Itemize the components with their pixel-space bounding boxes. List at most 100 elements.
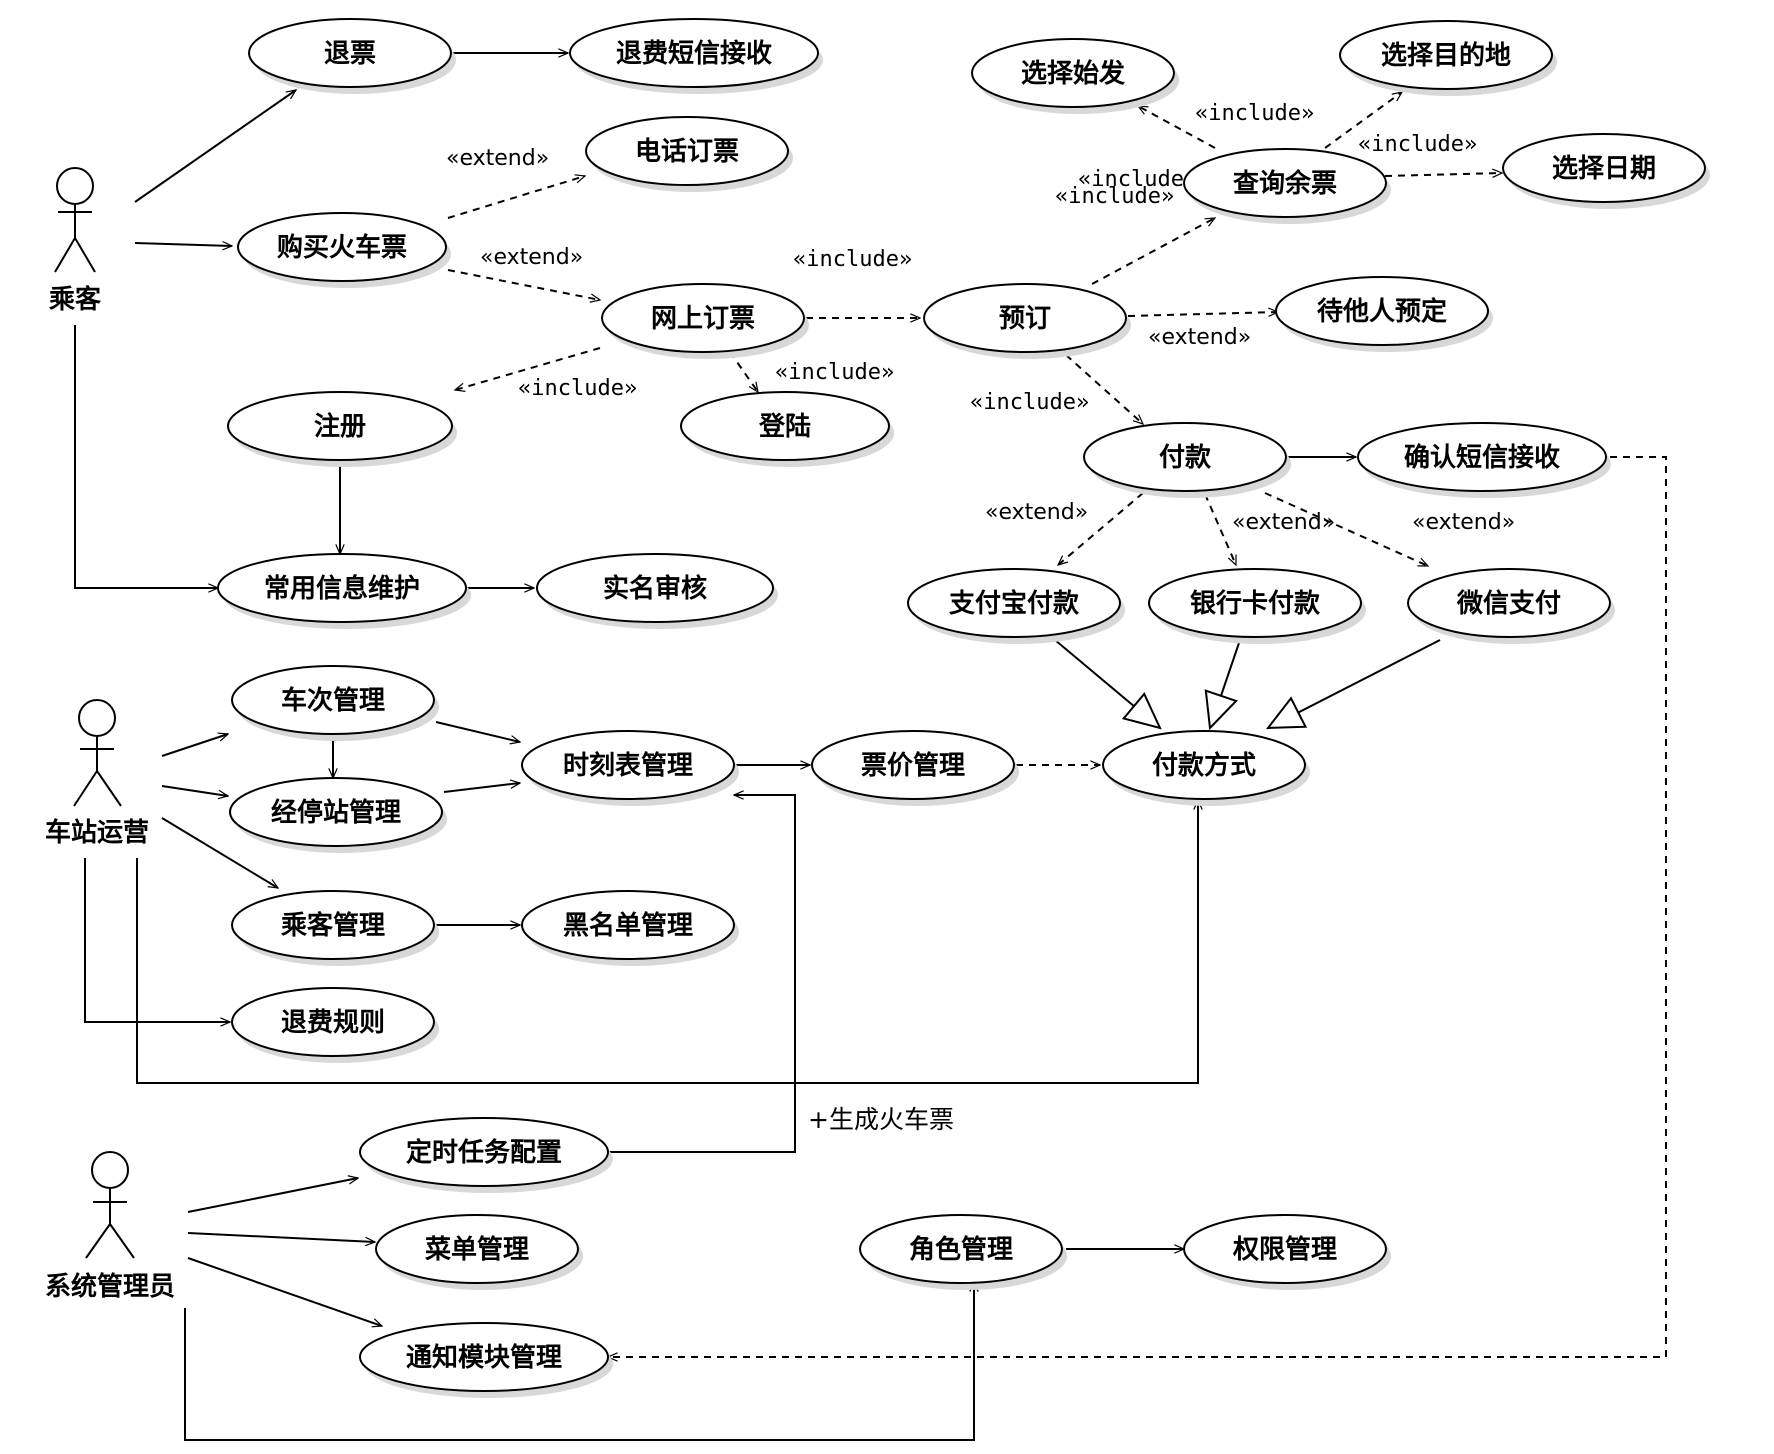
extend-buy-online <box>447 269 600 300</box>
use-case-phone-booking-label: 电话订票 <box>635 137 739 167</box>
use-case-select-date[interactable]: 选择日期 <box>1502 133 1710 209</box>
use-case-realname[interactable]: 实名审核 <box>536 553 778 629</box>
include-label-dest: «include» <box>1358 132 1477 157</box>
use-case-query-tickets-label: 查询余票 <box>1233 168 1337 199</box>
use-case-menu-mgmt[interactable]: 菜单管理 <box>375 1214 583 1290</box>
include-label-query-1: «include» <box>1078 167 1197 192</box>
use-case-passenger-mgmt-label: 乘客管理 <box>280 910 385 941</box>
use-case-menu-mgmt-label: 菜单管理 <box>424 1235 529 1265</box>
use-case-confirm-sms-label: 确认短信接收 <box>1404 442 1560 473</box>
use-case-pay-method-label: 付款方式 <box>1152 750 1256 781</box>
use-case-perm-mgmt[interactable]: 权限管理 <box>1183 1214 1391 1290</box>
use-case-register-label: 注册 <box>314 411 366 442</box>
extend-label-alipay: «extend» <box>985 500 1088 525</box>
use-case-login-label: 登陆 <box>758 411 811 442</box>
actor-passenger: 乘客 <box>48 167 102 315</box>
use-case-stop-mgmt-label: 经停站管理 <box>271 797 401 828</box>
link-confirm-notify <box>608 456 1667 1357</box>
include-query-date <box>1384 173 1502 176</box>
include-query-start <box>1138 105 1216 149</box>
actor-label-admin: 系统管理员 <box>45 1271 175 1302</box>
use-case-stop-mgmt[interactable]: 经停站管理 <box>229 777 447 853</box>
extend-pay-wechat <box>1264 492 1428 567</box>
use-case-passenger-mgmt[interactable]: 乘客管理 <box>231 890 439 966</box>
use-case-alipay[interactable]: 支付宝付款 <box>907 568 1125 644</box>
extend-reserve-wait <box>1127 312 1278 317</box>
use-case-alipay-label: 支付宝付款 <box>949 588 1080 619</box>
assoc-admin-notify <box>187 1257 382 1326</box>
extend-label-phone: «extend» <box>446 146 549 171</box>
assoc-admin-menu <box>187 1232 375 1242</box>
use-case-refund-sms[interactable]: 退费短信接收 <box>569 18 823 94</box>
use-case-login[interactable]: 登陆 <box>680 391 894 467</box>
assoc-station-train <box>161 734 228 757</box>
link-train-timetable <box>435 721 520 742</box>
actor-label-station: 车站运营 <box>45 817 149 848</box>
assoc-passenger-buy <box>134 243 232 246</box>
use-case-buy-ticket-label: 购买火车票 <box>277 232 407 263</box>
use-case-refund-rules-label: 退费规则 <box>281 1008 385 1038</box>
use-case-wait-reserve[interactable]: 待他人预定 <box>1275 276 1493 352</box>
assoc-station-stop <box>161 785 228 796</box>
use-case-select-dest[interactable]: 选择目的地 <box>1339 20 1557 96</box>
use-case-scheduled-task-label: 定时任务配置 <box>406 1137 562 1168</box>
extend-pay-alipay <box>1058 492 1144 565</box>
assoc-admin-role <box>184 1282 974 1441</box>
use-case-timetable-mgmt-label: 时刻表管理 <box>563 750 693 781</box>
assoc-station-passmgmt <box>161 817 278 889</box>
use-case-role-mgmt-label: 角色管理 <box>909 1234 1013 1265</box>
use-case-refund-rules[interactable]: 退费规则 <box>231 987 439 1063</box>
use-case-role-mgmt[interactable]: 角色管理 <box>859 1214 1067 1290</box>
use-case-timetable-mgmt[interactable]: 时刻表管理 <box>521 730 739 806</box>
extend-label-wechat: «extend» <box>1412 510 1515 535</box>
actor-admin: 系统管理员 <box>45 1151 175 1302</box>
assoc-station-refundrules <box>84 858 230 1022</box>
use-case-phone-booking[interactable]: 电话订票 <box>585 116 793 192</box>
include-reserve-query <box>1091 217 1215 285</box>
include-reserve-pay <box>1065 354 1143 424</box>
extend-label-wait: «extend» <box>1148 325 1251 350</box>
include-label-login: «include» <box>775 360 894 385</box>
use-case-confirm-sms[interactable]: 确认短信接收 <box>1357 422 1611 498</box>
use-case-buy-ticket[interactable]: 购买火车票 <box>237 212 451 288</box>
use-case-pay[interactable]: 付款 <box>1083 422 1291 498</box>
use-case-pay-method[interactable]: 付款方式 <box>1102 730 1310 806</box>
use-case-reserve-label: 预订 <box>999 304 1051 334</box>
use-case-pay-label: 付款 <box>1159 443 1212 473</box>
use-case-blacklist-mgmt[interactable]: 黑名单管理 <box>521 890 739 966</box>
generalize-bank <box>1210 639 1241 728</box>
use-case-info-maintain[interactable]: 常用信息维护 <box>217 553 471 629</box>
assoc-station-paymethod <box>136 800 1198 1084</box>
generalize-wechat <box>1268 639 1441 728</box>
use-case-realname-label: 实名审核 <box>603 573 707 604</box>
use-case-price-mgmt[interactable]: 票价管理 <box>811 730 1019 806</box>
include-query-dest <box>1324 92 1402 149</box>
use-case-select-start[interactable]: 选择始发 <box>971 38 1179 114</box>
use-case-wechat[interactable]: 微信支付 <box>1407 568 1615 644</box>
note-generate-ticket: +生成火车票 <box>808 1105 954 1134</box>
use-case-refund[interactable]: 退票 <box>248 18 456 94</box>
use-case-notify-mgmt[interactable]: 通知模块管理 <box>359 1322 613 1398</box>
use-case-scheduled-task[interactable]: 定时任务配置 <box>359 1117 613 1193</box>
include-online-login <box>729 351 758 392</box>
use-case-info-maintain-label: 常用信息维护 <box>264 573 420 604</box>
generalize-alipay <box>1054 639 1160 728</box>
use-case-query-tickets[interactable]: 查询余票 <box>1183 148 1391 224</box>
use-case-train-mgmt[interactable]: 车次管理 <box>231 665 439 741</box>
use-case-wechat-label: 微信支付 <box>1456 588 1561 619</box>
assoc-passenger-info <box>74 325 218 588</box>
use-case-online-booking[interactable]: 网上订票 <box>601 283 809 359</box>
use-case-refund-label: 退票 <box>324 39 376 69</box>
use-case-bankcard[interactable]: 银行卡付款 <box>1148 568 1366 644</box>
use-case-blacklist-mgmt-label: 黑名单管理 <box>563 910 693 941</box>
include-label-pay: «include» <box>970 390 1089 415</box>
assoc-admin-task <box>187 1178 358 1213</box>
include-label-register: «include» <box>518 376 637 401</box>
use-case-reserve[interactable]: 预订 <box>923 283 1131 359</box>
stereotype-labels: «extend» «extend» «include» «include» «i… <box>446 101 1515 1134</box>
use-case-select-start-label: 选择始发 <box>1021 58 1125 89</box>
extend-label-online: «extend» <box>480 245 583 270</box>
use-case-register[interactable]: 注册 <box>227 391 457 467</box>
connectors <box>74 53 1667 1441</box>
extend-buy-phone <box>447 176 585 219</box>
